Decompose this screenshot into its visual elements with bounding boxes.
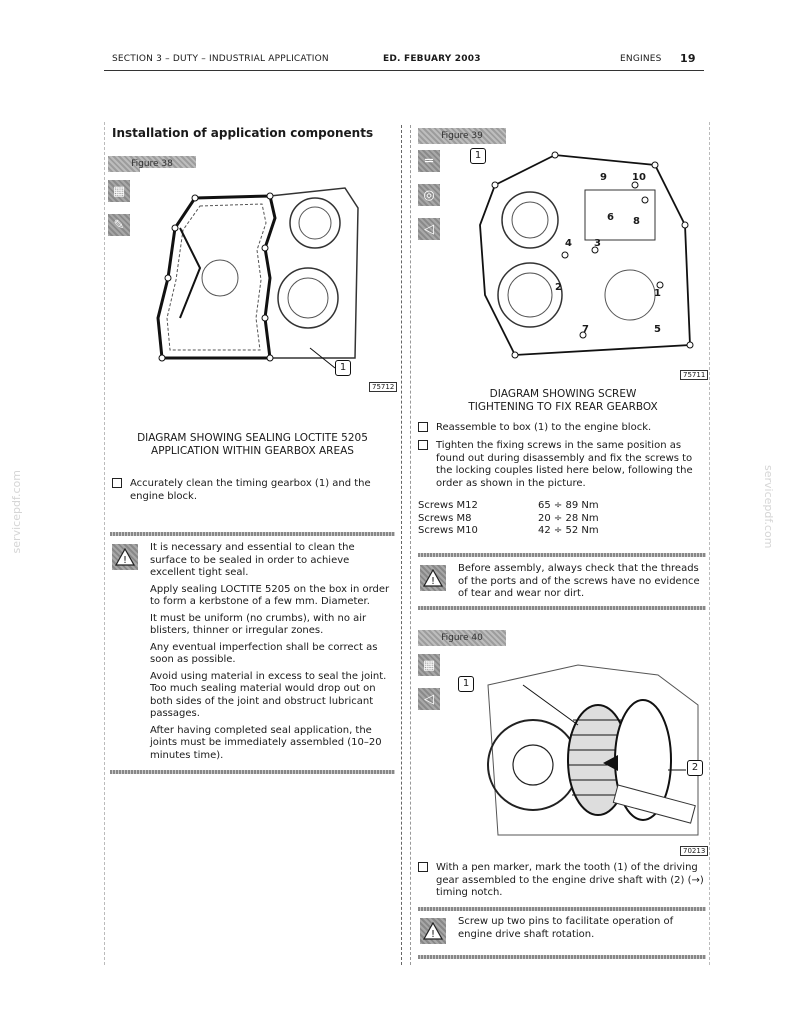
warning-icon: ! [420,565,446,591]
figure-39-callout-4: 4 [565,238,572,249]
bullet-checkbox [112,478,122,488]
figure-39-label: Figure 39 [418,128,506,144]
figure-38-caption-line1: DIAGRAM SHOWING SEALING LOCTITE 5205 [137,432,368,444]
svg-text:!: ! [123,555,127,566]
chapter-name: ENGINES [620,54,662,64]
svg-text:!: ! [431,929,435,940]
header-rule [104,70,704,71]
warning-paragraph: Avoid using material in excess to seal t… [150,670,387,720]
right-step-2: Tighten the fixing screws in the same po… [418,440,706,490]
figure-39-callout-10: 10 [632,172,646,183]
left-step-1: Accurately clean the timing gearbox (1) … [112,478,390,503]
bullet-checkbox [418,440,428,450]
figure-38-callout: 1 [335,360,351,376]
warning-icon: ! [112,544,138,570]
torque-row: Screws M10 42 ÷ 52 Nm [418,525,618,538]
section-heading: Installation of application components [112,126,374,140]
figure-39-callout-3: 3 [594,238,601,249]
torque-row: Screws M8 20 ÷ 28 Nm [418,513,618,526]
figure-38-caption-line2: APPLICATION WITHIN GEARBOX AREAS [151,445,354,457]
right-warning-1: Before assembly, always check that the t… [458,563,700,599]
torque-icon: ◁ [418,218,440,240]
figure-38-code: 75712 [369,382,398,392]
torque-icon: ◁ [418,688,440,710]
warning-icon: ! [420,918,446,944]
figure-39-callout-6: 6 [607,212,614,223]
figure-39-caption-line2: TIGHTENING TO FIX REAR GEARBOX [468,401,658,413]
assembly-icon: ═ [418,150,440,172]
edition-date: ED. FEBUARY 2003 [383,54,481,64]
figure-40-drawing [487,664,699,836]
warning-paragraph: Apply sealing LOCTITE 5205 on the box in… [150,583,390,608]
figure-39-callout-1: 1 [470,148,486,164]
warning-paragraph: It is necessary and essential to clean t… [150,542,355,578]
right-step-2-text: Tighten the fixing screws in the same po… [436,440,693,489]
warning-top-rule [110,532,395,536]
torque-value: 42 ÷ 52 Nm [538,525,599,536]
svg-text:!: ! [431,576,435,587]
figure-40-code: 70213 [680,846,709,856]
section-title: SECTION 3 – DUTY – INDUSTRIAL APPLICATIO… [112,54,329,64]
torque-screw: Screws M10 [418,525,478,536]
torque-screw: Screws M8 [418,512,472,524]
warning-top-rule [418,553,706,557]
torque-value: 20 ÷ 28 Nm [538,512,599,524]
warning-paragraph: After having completed seal application,… [150,724,382,761]
sealant-icon: ✎ [108,214,130,236]
right-step-3: With a pen marker, mark the tooth (1) of… [418,862,706,900]
figure-38-drawing [140,168,395,398]
right-warning-2: Screw up two pins to facilitate operatio… [458,916,674,940]
right-step-1-text: Reassemble to box (1) to the engine bloc… [436,422,652,433]
torque-value: 65 ÷ 89 Nm [538,500,599,511]
assembly-icon: ▦ [418,654,440,676]
warning-bottom-rule [418,955,706,959]
figure-39-callout-8: 8 [633,216,640,227]
figure-39-code: 75711 [680,370,709,380]
figure-40-callout-1: 1 [458,676,474,692]
bullet-checkbox [418,862,428,872]
figure-39-callout-1b: 1 [654,288,661,299]
watermark-right: servicepdf.com [762,465,775,549]
page-number: 19 [680,52,696,65]
column-divider [401,125,402,965]
warning-bottom-rule [418,606,706,610]
warning-bottom-rule [110,770,395,774]
figure-39-callout-9: 9 [600,172,607,183]
figure-40-label: Figure 40 [418,630,506,646]
left-margin-rule [104,122,105,965]
figure-39-caption-line1: DIAGRAM SHOWING SCREW [489,388,637,400]
warning-top-rule [418,907,706,911]
torque-table: Screws M12 65 ÷ 89 Nm Screws M8 20 ÷ 28 Nm… [418,500,618,538]
figure-39-callout-2: 2 [555,282,562,293]
left-warning-text: It is necessary and essential to clean t… [150,542,392,762]
figure-39-drawing [479,151,694,359]
torque-screw: Screws M12 [418,500,478,511]
warning-paragraph: It must be uniform (no crumbs), with no … [150,612,367,637]
bullet-checkbox [418,422,428,432]
torque-row: Screws M12 65 ÷ 89 Nm [418,500,618,513]
column-divider-inner [410,125,411,965]
watermark-left: servicepdf.com [10,470,23,554]
figure-39-callout-7: 7 [582,324,589,335]
right-step-3-text: With a pen marker, mark the tooth (1) of… [436,862,704,898]
assembly-icon: ▦ [108,180,130,202]
screw-icon: ◎ [418,184,440,206]
right-step-1: Reassemble to box (1) to the engine bloc… [418,422,706,435]
right-margin-rule [709,122,710,965]
warning-paragraph: Any eventual imperfection shall be corre… [150,641,378,666]
figure-40-callout-2: 2 [687,760,703,776]
left-step-1-text: Accurately clean the timing gearbox (1) … [130,478,371,502]
figure-39-callout-5: 5 [654,324,661,335]
